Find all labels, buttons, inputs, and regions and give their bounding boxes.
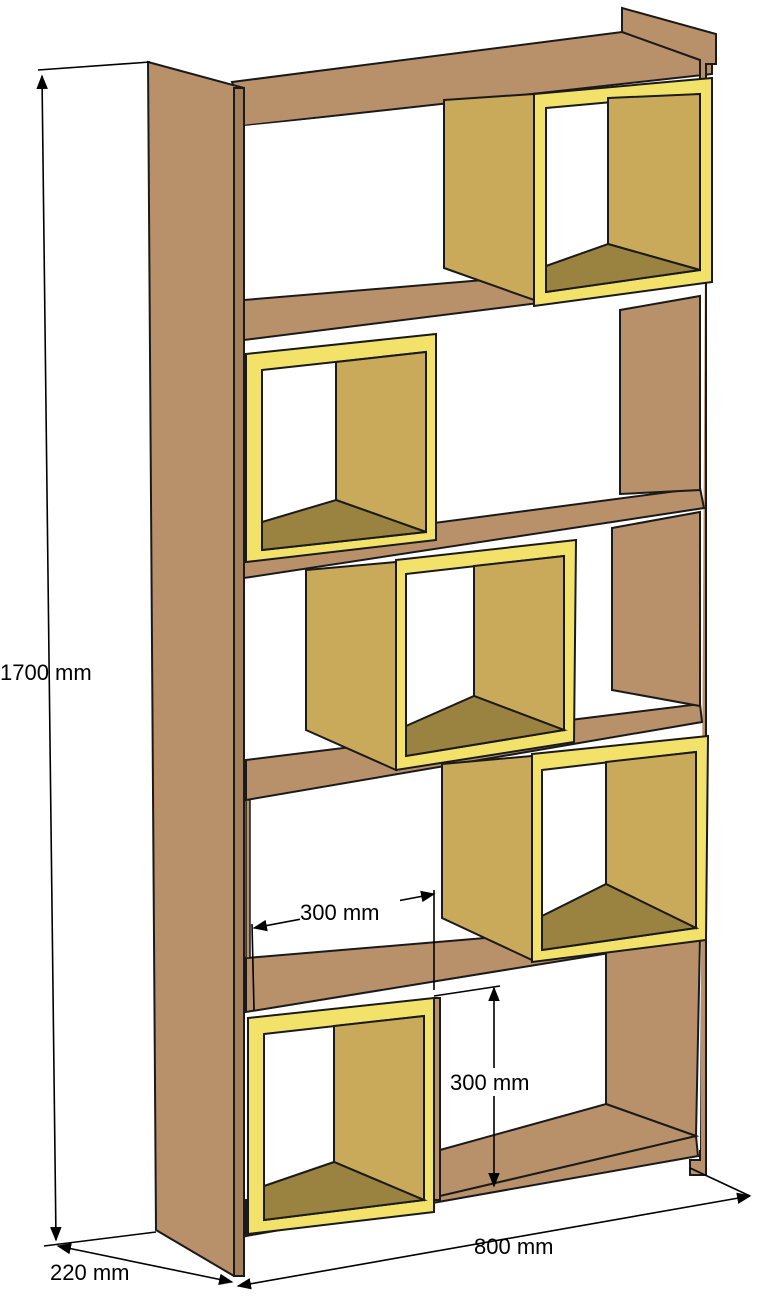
dimension-lines: [36, 61, 752, 1290]
cube-height-label-bg: [446, 1068, 554, 1096]
divider-left-4: [245, 799, 251, 959]
shelf-2: [243, 486, 706, 580]
left-side-front-edge: [233, 87, 245, 1277]
cube-2: [245, 332, 437, 564]
floor-mid-5: [439, 1102, 700, 1198]
cube-width-extension-left: [251, 923, 255, 1011]
height-arrow: [36, 74, 62, 1242]
left-side-panel: [146, 60, 245, 1277]
divider-right-3: [611, 510, 701, 708]
cube-1: [443, 76, 713, 308]
divider-right-2: [619, 294, 701, 496]
cube-width-label-bg: [300, 897, 400, 925]
height-extension-bottom: [43, 1231, 157, 1247]
depth-arrow: [56, 1242, 234, 1286]
cube-height-label: 300 mm: [450, 1070, 529, 1095]
cube-4: [441, 734, 710, 964]
height-extension-top: [37, 61, 151, 71]
cube-5: [247, 996, 435, 1236]
right-side-panel: [621, 6, 717, 1176]
divider-right-5: [605, 936, 702, 1138]
depth-label: 220 mm: [50, 1260, 129, 1285]
width-arrow: [236, 1192, 752, 1290]
cube-width-label: 300 mm: [300, 900, 379, 925]
cube-3: [305, 538, 578, 772]
width-extension-right: [689, 1167, 751, 1197]
height-label: 1700 mm: [0, 660, 92, 685]
width-label: 800 mm: [474, 1234, 553, 1259]
